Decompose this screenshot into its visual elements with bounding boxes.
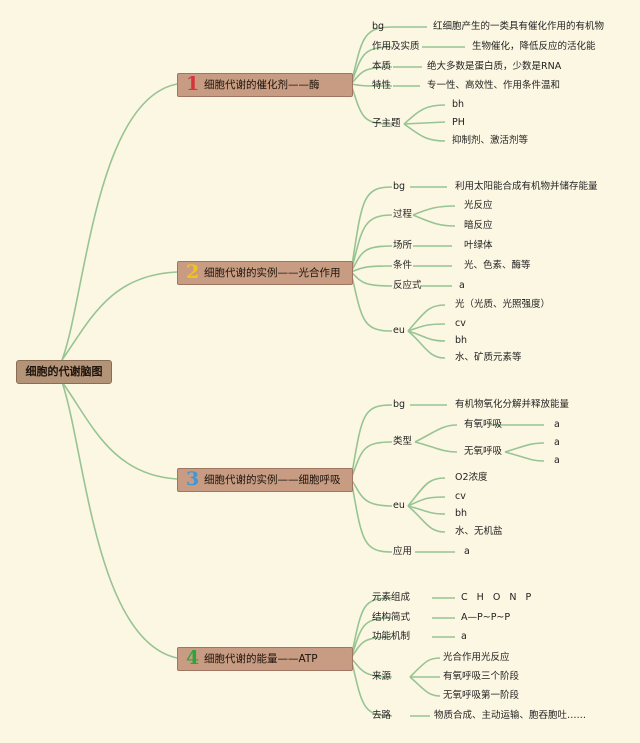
node-destination[interactable]: 去路 bbox=[372, 710, 392, 721]
node-aerobic[interactable]: 有氧呼吸 bbox=[464, 419, 503, 430]
node-eu-item[interactable]: bh bbox=[455, 508, 468, 519]
node-eu-item[interactable]: bh bbox=[455, 335, 468, 346]
node-bg-value[interactable]: 利用太阳能合成有机物并储存能量 bbox=[455, 181, 598, 192]
node-trait-value[interactable]: 专一性、高效性、作用条件温和 bbox=[427, 80, 561, 91]
node-eu[interactable]: eu bbox=[393, 500, 405, 511]
node-eu-item[interactable]: 光（光质、光照强度） bbox=[455, 299, 551, 310]
topic-number-3: 3 bbox=[186, 468, 200, 490]
node-equation-value[interactable]: a bbox=[459, 280, 465, 291]
topic-respiration[interactable]: 3 细胞代谢的实例——细胞呼吸 bbox=[177, 468, 353, 492]
node-eu-item[interactable]: cv bbox=[455, 491, 466, 502]
node-process[interactable]: 过程 bbox=[393, 209, 413, 220]
node-bg-value[interactable]: 红细胞产生的一类具有催化作用的有机物 bbox=[433, 21, 605, 32]
topic-enzyme[interactable]: 1 细胞代谢的催化剂——酶 bbox=[177, 73, 353, 97]
node-aerobic-value[interactable]: a bbox=[554, 419, 560, 430]
node-equation[interactable]: 反应式 bbox=[393, 280, 422, 291]
node-dark-reaction[interactable]: 暗反应 bbox=[464, 220, 493, 231]
node-subtopic-item[interactable]: bh bbox=[452, 99, 465, 110]
node-subtopic[interactable]: 子主题 bbox=[372, 118, 401, 129]
node-subtopic-item[interactable]: PH bbox=[452, 117, 465, 128]
node-eu-item[interactable]: cv bbox=[455, 318, 466, 329]
topic-atp[interactable]: 4 细胞代谢的能量——ATP bbox=[177, 647, 353, 671]
topic-title: 细胞代谢的实例——光合作用 bbox=[204, 267, 341, 279]
node-place-value[interactable]: 叶绿体 bbox=[464, 240, 493, 251]
node-function-value[interactable]: a bbox=[461, 631, 467, 642]
node-light-reaction[interactable]: 光反应 bbox=[464, 200, 493, 211]
node-type[interactable]: 类型 bbox=[393, 436, 413, 447]
topic-number-2: 2 bbox=[186, 261, 200, 283]
root-node[interactable]: 细胞的代谢脑图 bbox=[16, 360, 112, 384]
node-condition[interactable]: 条件 bbox=[393, 260, 413, 271]
node-place[interactable]: 场所 bbox=[393, 240, 413, 251]
node-function[interactable]: 功能机制 bbox=[372, 631, 411, 642]
node-anaerobic[interactable]: 无氧呼吸 bbox=[464, 446, 503, 457]
node-bg[interactable]: bg bbox=[372, 21, 385, 32]
node-trait[interactable]: 特性 bbox=[372, 80, 392, 91]
node-essence[interactable]: 本质 bbox=[372, 61, 392, 72]
topic-title: 细胞代谢的实例——细胞呼吸 bbox=[204, 474, 341, 486]
node-eu-item[interactable]: 水、无机盐 bbox=[455, 526, 503, 537]
topic-number-4: 4 bbox=[186, 647, 200, 669]
node-source[interactable]: 来源 bbox=[372, 671, 392, 682]
node-role-value[interactable]: 生物催化，降低反应的活化能 bbox=[472, 41, 596, 52]
node-application-value[interactable]: a bbox=[464, 546, 470, 557]
topic-title: 细胞代谢的催化剂——酶 bbox=[204, 79, 320, 91]
node-destination-value[interactable]: 物质合成、主动运输、胞吞胞吐…… bbox=[434, 710, 587, 721]
topic-title: 细胞代谢的能量——ATP bbox=[204, 653, 318, 665]
node-structure[interactable]: 结构简式 bbox=[372, 612, 411, 623]
node-source-item[interactable]: 有氧呼吸三个阶段 bbox=[443, 671, 520, 682]
node-role[interactable]: 作用及实质 bbox=[372, 41, 420, 52]
node-source-item[interactable]: 无氧呼吸第一阶段 bbox=[443, 690, 520, 701]
topic-photosynthesis[interactable]: 2 细胞代谢的实例——光合作用 bbox=[177, 261, 353, 285]
node-subtopic-item[interactable]: 抑制剂、激活剂等 bbox=[452, 135, 529, 146]
node-elements[interactable]: 元素组成 bbox=[372, 592, 411, 603]
node-eu-item[interactable]: 水、矿质元素等 bbox=[455, 352, 522, 363]
node-structure-value[interactable]: A—P~P~P bbox=[461, 612, 511, 623]
node-elements-value[interactable]: C H O N P bbox=[461, 592, 535, 603]
node-eu-item[interactable]: O2浓度 bbox=[455, 472, 488, 483]
node-bg-value[interactable]: 有机物氧化分解并释放能量 bbox=[455, 399, 570, 410]
node-bg[interactable]: bg bbox=[393, 399, 406, 410]
node-anaerobic-value[interactable]: a bbox=[554, 455, 560, 466]
node-source-item[interactable]: 光合作用光反应 bbox=[443, 652, 510, 663]
topic-number-1: 1 bbox=[186, 73, 200, 95]
node-bg[interactable]: bg bbox=[393, 181, 406, 192]
node-eu[interactable]: eu bbox=[393, 325, 405, 336]
node-essence-value[interactable]: 绝大多数是蛋白质，少数是RNA bbox=[427, 61, 562, 72]
node-anaerobic-value[interactable]: a bbox=[554, 437, 560, 448]
node-application[interactable]: 应用 bbox=[393, 546, 413, 557]
node-condition-value[interactable]: 光、色素、酶等 bbox=[464, 260, 531, 271]
